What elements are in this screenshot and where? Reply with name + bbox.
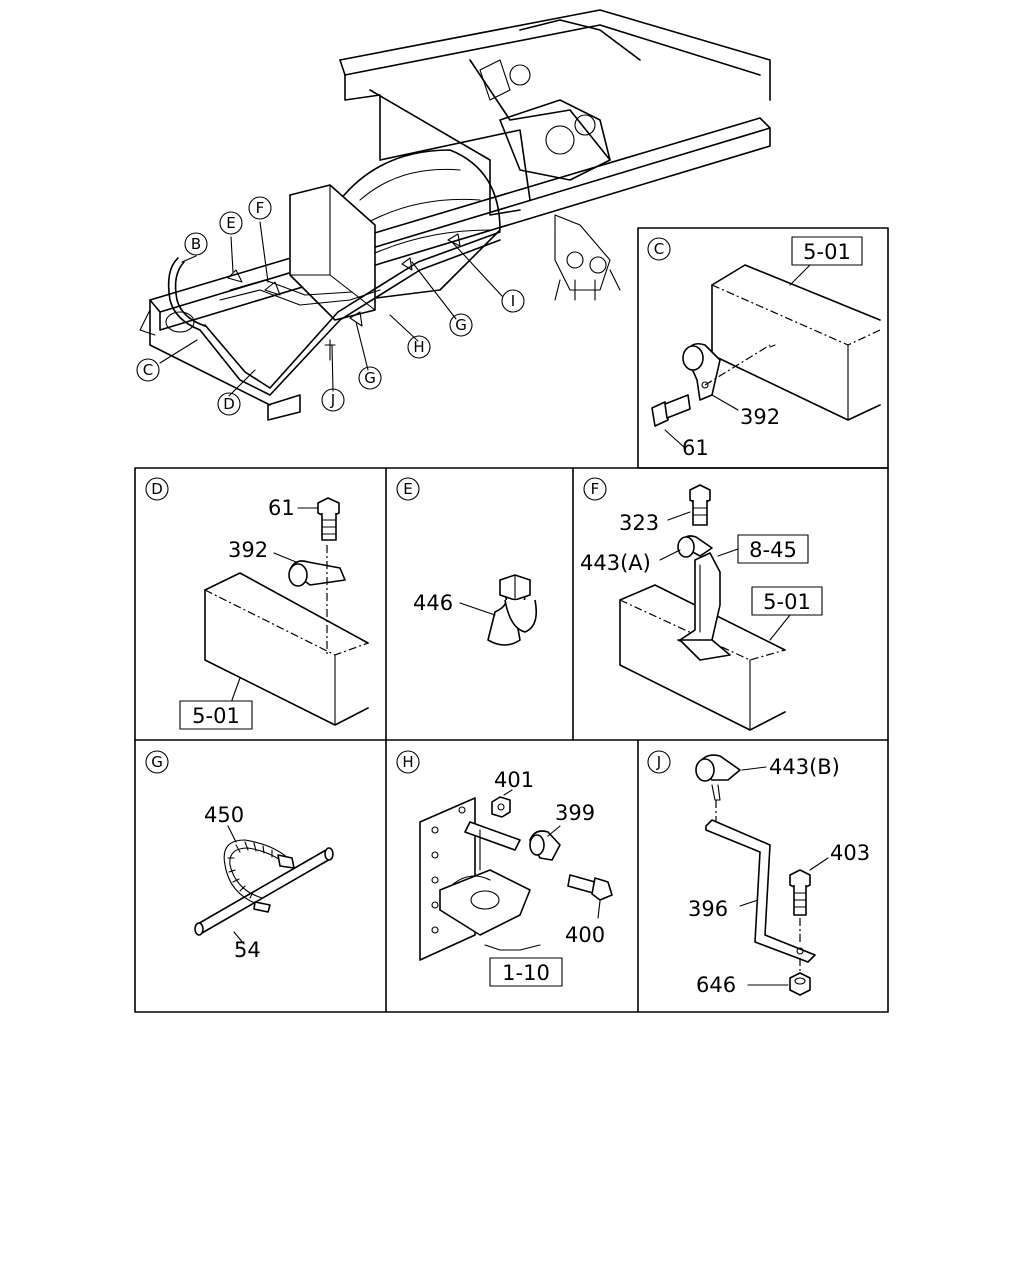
- panel-j: J 443(B) 403 396 646: [647, 750, 870, 997]
- panel-j-part-646: 646: [696, 973, 736, 997]
- panel-j-letter: J: [656, 753, 661, 771]
- panel-c-letter: C: [654, 240, 664, 258]
- panel-h: H 401 399 400 1-10: [396, 750, 613, 987]
- panel-j-part-403: 403: [830, 841, 870, 865]
- panel-d-letter: D: [151, 480, 163, 498]
- panel-f-part-323: 323: [619, 511, 659, 535]
- overview-callouts: B E F C D J G H G I: [136, 196, 525, 416]
- callout-j: J: [321, 388, 345, 412]
- panel-d-part-61: 61: [268, 496, 295, 520]
- svg-text:D: D: [223, 395, 235, 413]
- svg-text:G: G: [364, 369, 376, 387]
- panel-f: F 323 443(A) 8-45 5-01: [580, 477, 823, 731]
- chassis-overview-illustration: [139, 9, 771, 421]
- panel-h-part-399: 399: [555, 801, 595, 825]
- panel-g-part-54: 54: [234, 938, 261, 962]
- svg-text:H: H: [413, 338, 424, 356]
- panel-d: D 61 392 5-01: [145, 477, 369, 730]
- callout-d: D: [217, 392, 241, 416]
- panel-c: C 5-01 392 61: [647, 236, 881, 460]
- svg-text:B: B: [191, 235, 201, 253]
- panel-c-part-392: 392: [740, 405, 780, 429]
- panel-d-part-392: 392: [228, 538, 268, 562]
- detail-grid-borders: [134, 227, 889, 1013]
- callout-e: E: [219, 211, 243, 235]
- panel-e-letter: E: [403, 480, 412, 498]
- svg-text:E: E: [226, 214, 235, 232]
- panel-h-letter: H: [402, 753, 413, 771]
- panel-f-part-443a: 443(A): [580, 551, 651, 575]
- panel-j-part-396: 396: [688, 897, 728, 921]
- panel-e-part-446: 446: [413, 591, 453, 615]
- svg-text:C: C: [143, 361, 153, 379]
- callout-h: H: [407, 335, 431, 359]
- panel-g-letter: G: [151, 753, 163, 771]
- svg-text:I: I: [511, 292, 515, 310]
- panel-f-letter: F: [591, 480, 600, 498]
- panel-h-ref-box: 1-10: [502, 961, 550, 985]
- panel-c-part-61: 61: [682, 436, 709, 460]
- callout-i: I: [501, 289, 525, 313]
- panel-g: G 450 54: [145, 750, 334, 962]
- panel-h-part-400: 400: [565, 923, 605, 947]
- panel-f-ref-box-5-01: 5-01: [763, 590, 811, 614]
- panel-j-part-443b: 443(B): [769, 755, 840, 779]
- panel-g-part-450: 450: [204, 803, 244, 827]
- panel-f-ref-box-8-45: 8-45: [749, 538, 797, 562]
- callout-c: C: [136, 358, 160, 382]
- callout-f: F: [248, 196, 272, 220]
- callout-b: B: [184, 232, 208, 256]
- panel-e: E 446: [396, 477, 538, 646]
- callout-g-upper: G: [449, 313, 473, 337]
- callout-g-lower: G: [358, 366, 382, 390]
- panel-c-ref-box: 5-01: [803, 240, 851, 264]
- svg-text:J: J: [330, 391, 335, 409]
- svg-text:G: G: [455, 316, 467, 334]
- panel-d-ref-box: 5-01: [192, 704, 240, 728]
- svg-text:F: F: [256, 199, 265, 217]
- panel-h-part-401: 401: [494, 768, 534, 792]
